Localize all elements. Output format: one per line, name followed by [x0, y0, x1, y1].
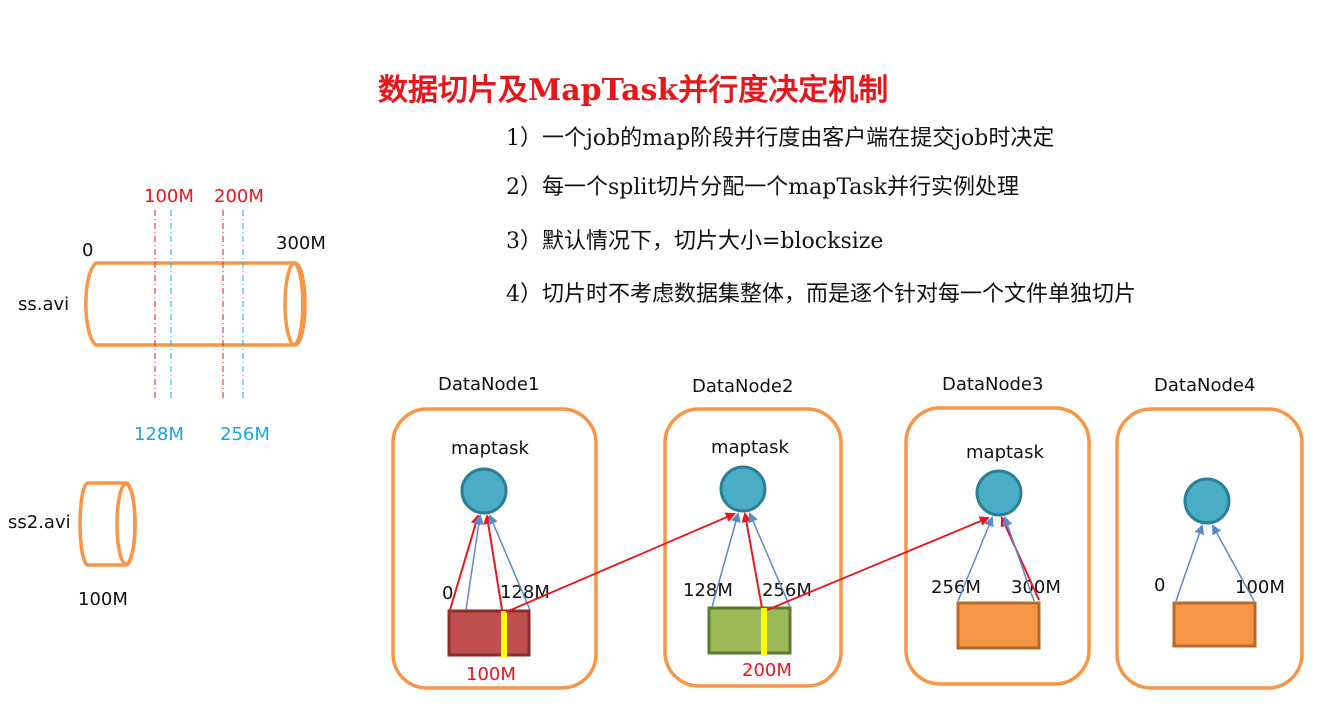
datanode3-block	[956, 601, 1041, 650]
datanode3-range-start: 256M	[931, 577, 981, 598]
datanode1-maptask-label: maptask	[451, 438, 529, 459]
datanode4-block	[1172, 601, 1257, 648]
datanode3-maptask-node	[975, 469, 1023, 517]
split-label-200m: 200M	[214, 186, 264, 207]
datanode1-range-start: 0	[442, 583, 453, 604]
point-1: 1）一个job的map阶段并行度由客户端在提交job时决定	[506, 126, 1054, 151]
point-2: 2）每一个split切片分配一个mapTask并行实例处理	[506, 175, 1019, 200]
arrow-dn2-split2-end	[741, 512, 763, 609]
point-3: 3）默认情况下，切片大小=blocksize	[506, 229, 883, 254]
arrow-dn1-block-end	[488, 514, 531, 611]
file-ss-start: 0	[82, 240, 93, 261]
datanode2-split-marker	[761, 608, 767, 656]
file-ss2-size: 100M	[78, 589, 128, 610]
file-ss2-cylinder	[78, 481, 137, 567]
point-4: 4）切片时不考虑数据集整体，而是逐个针对每一个文件单独切片	[506, 282, 1136, 307]
datanode2-name: DataNode2	[692, 376, 793, 397]
datanode2-split-label: 200M	[742, 660, 792, 681]
datanode3-name: DataNode3	[942, 374, 1043, 395]
datanode2-block	[707, 606, 792, 655]
datanode4-range-end: 100M	[1235, 577, 1285, 598]
arrow-dn2-block-start	[711, 512, 741, 608]
arrow-dn3-block-end	[1002, 516, 1035, 602]
datanode1-split-label: 100M	[466, 664, 516, 685]
arrow-dn1-split1-start	[449, 514, 481, 611]
datanode2-box	[663, 407, 843, 688]
arrow-dn4-block-end	[1212, 524, 1255, 602]
datanode2-range-start: 128M	[683, 580, 733, 601]
arrow-dn2-block-end	[748, 512, 791, 608]
datanode1-split-marker	[501, 611, 507, 658]
datanode2-range-end: 256M	[762, 580, 812, 601]
datanode4-maptask-node	[1183, 477, 1231, 525]
datanode4-range-start: 0	[1154, 575, 1165, 596]
page-title: 数据切片及MapTask并行度决定机制	[378, 73, 888, 108]
file-ss-end: 300M	[276, 233, 326, 254]
arrow-dn1-block-start	[465, 514, 484, 611]
datanode3-range-end: 300M	[1011, 577, 1061, 598]
datanode2-maptask-node	[719, 465, 767, 513]
arrow-dn1-split1-end	[483, 514, 503, 611]
datanode4-name: DataNode4	[1154, 375, 1255, 396]
arrow-dn4-block-start	[1175, 524, 1205, 602]
datanode1-maptask-node	[460, 467, 508, 515]
file-ss-cylinder	[84, 261, 307, 347]
arrow-dn3-split3-end	[1000, 516, 1040, 601]
file-ss-name: ss.avi	[18, 294, 69, 315]
datanode2-maptask-label: maptask	[711, 437, 789, 458]
datanode3-maptask-label: maptask	[966, 442, 1044, 463]
datanode4-box	[1115, 407, 1304, 690]
file-ss2-name: ss2.avi	[8, 512, 71, 533]
block-label-128m: 128M	[134, 424, 184, 445]
block-label-256m: 256M	[220, 424, 270, 445]
arrow-split3-start-cross	[766, 516, 990, 611]
datanode1-box	[391, 407, 598, 690]
datanode1-name: DataNode1	[438, 374, 539, 395]
datanode1-block	[447, 609, 531, 657]
datanode3-box	[904, 406, 1091, 686]
arrow-dn3-block-start	[957, 516, 994, 602]
split-label-100m: 100M	[144, 186, 194, 207]
arrow-split2-start-cross	[505, 512, 736, 613]
